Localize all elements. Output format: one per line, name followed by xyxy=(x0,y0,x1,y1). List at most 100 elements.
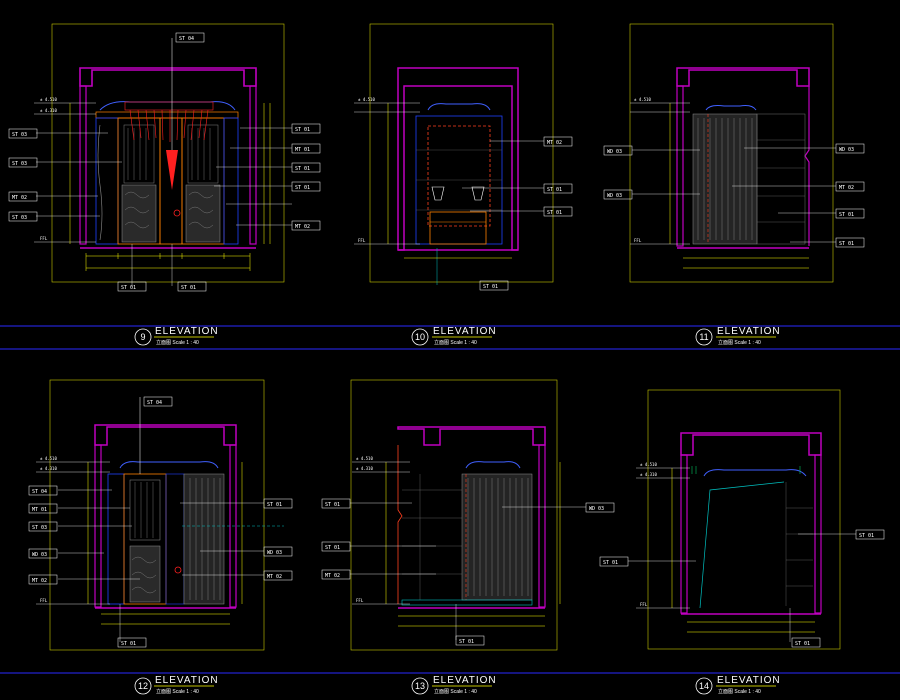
elevation-number-bubble xyxy=(411,677,429,695)
material-tag: ST 01 xyxy=(291,181,321,192)
elevation-9-drawing xyxy=(34,38,292,286)
elevation-scale: 立面图 Scale 1 : 40 xyxy=(156,339,199,346)
tag-label: ST 01 xyxy=(267,502,282,508)
level-mark: ± 4.510 xyxy=(634,97,651,102)
tag-label: ST 01 xyxy=(295,166,310,172)
elevation-number-bubble xyxy=(134,328,152,346)
material-tag: ST 01 xyxy=(599,556,629,567)
material-tag: MT 02 xyxy=(8,191,38,202)
tag-label: ST 04 xyxy=(179,36,194,42)
tag-label: ST 01 xyxy=(181,285,196,291)
elevation-title-12: 12 ELEVATION 立面图 Scale 1 : 40 xyxy=(134,675,219,695)
tag-label: ST 01 xyxy=(483,284,498,290)
level-mark: FFL xyxy=(640,602,648,607)
tag-label: WD 03 xyxy=(607,193,622,199)
elevation-title: ELEVATION xyxy=(717,326,781,337)
tag-label: ST 01 xyxy=(859,533,874,539)
elevation-title-13: 13 ELEVATION 立面图 Scale 1 : 40 xyxy=(411,675,497,695)
tag-label: ST 03 xyxy=(12,132,27,138)
tag-label: MT 02 xyxy=(295,224,310,230)
material-tag: ST 01 xyxy=(117,281,147,292)
level-mark: ± 4.310 xyxy=(40,466,57,471)
material-tag: MT 01 xyxy=(28,503,58,514)
tag-label: ST 03 xyxy=(12,215,27,221)
tag-label: MT 02 xyxy=(325,573,340,579)
tag-label: ST 01 xyxy=(121,641,136,647)
elevation-13-tags: ST 01 ST 01 MT 02 WD 03 ST 01 ± 4.510 ± … xyxy=(321,456,615,646)
elevation-12-drawing xyxy=(36,397,284,642)
elevation-title: ELEVATION xyxy=(155,326,219,337)
viewport-frames xyxy=(49,23,841,651)
material-tag: ST 01 xyxy=(263,498,293,509)
material-tag: WD 03 xyxy=(28,548,58,559)
tag-label: ST 04 xyxy=(32,489,47,495)
material-tag: ST 04 xyxy=(28,485,58,496)
material-tag: ST 01 xyxy=(291,162,321,173)
material-tag: ST 03 xyxy=(8,157,38,168)
material-tag: ST 01 xyxy=(835,237,865,248)
level-mark: ± 4.310 xyxy=(40,108,57,113)
tag-label: ST 01 xyxy=(603,560,618,566)
tag-label: ST 01 xyxy=(547,210,562,216)
level-mark: FFL xyxy=(358,238,366,243)
material-tag: ST 03 xyxy=(8,128,38,139)
level-mark: ± 4.510 xyxy=(40,456,57,461)
elevation-title: ELEVATION xyxy=(717,675,781,686)
material-tag: MT 02 xyxy=(291,220,321,231)
tag-label: ST 01 xyxy=(839,241,854,247)
elevation-14-tags: ST 01 ST 01 ST 01 ± 4.510 ± 4.310 FFL xyxy=(599,462,885,648)
elevation-title: ELEVATION xyxy=(155,675,219,686)
tag-label: WD 03 xyxy=(607,149,622,155)
material-tag: ST 01 xyxy=(321,541,351,552)
material-tag: MT 02 xyxy=(321,569,351,580)
material-tag: MT 01 xyxy=(291,143,321,154)
elevation-10-drawing xyxy=(354,67,544,285)
tag-label: MT 02 xyxy=(32,578,47,584)
elevation-title-11: 11 ELEVATION 立面图 Scale 1 : 40 xyxy=(695,326,781,346)
tag-label: ST 04 xyxy=(147,400,162,406)
elevation-number: 9 xyxy=(140,332,145,342)
tag-label: MT 01 xyxy=(295,147,310,153)
elevation-scale: 立面图 Scale 1 : 40 xyxy=(718,688,761,695)
elevation-number: 10 xyxy=(415,332,425,342)
tag-label: ST 03 xyxy=(12,161,27,167)
elevation-11-drawing xyxy=(630,67,836,269)
tag-label: MT 02 xyxy=(839,185,854,191)
material-tag: ST 01 xyxy=(321,498,351,509)
material-tag: ST 01 xyxy=(291,123,321,134)
tag-label: MT 02 xyxy=(547,140,562,146)
material-tag: ST 01 xyxy=(543,206,573,217)
elevation-title-14: 14 ELEVATION 立面图 Scale 1 : 40 xyxy=(695,675,781,695)
material-tag: ST 04 xyxy=(175,32,205,43)
elevation-number: 13 xyxy=(415,681,425,691)
tag-label: MT 02 xyxy=(267,574,282,580)
level-mark: ± 4.510 xyxy=(356,456,373,461)
material-tag: ST 01 xyxy=(479,280,509,291)
elevation-number-bubble xyxy=(411,328,429,346)
tag-label: MT 02 xyxy=(12,195,27,201)
material-tag: MT 02 xyxy=(28,574,58,585)
elevation-title: ELEVATION xyxy=(433,326,497,337)
elevation-title: ELEVATION xyxy=(433,675,497,686)
tag-label: WD 03 xyxy=(589,506,604,512)
material-tag: ST 01 xyxy=(455,635,485,646)
elevation-12-tags: ST 04 ST 04 MT 01 ST 03 WD 03 MT 02 ST 0… xyxy=(28,396,293,648)
tag-label: WD 03 xyxy=(839,147,854,153)
tag-label: ST 01 xyxy=(295,185,310,191)
level-mark: FFL xyxy=(356,598,364,603)
level-mark: FFL xyxy=(40,598,48,603)
material-tag: WD 03 xyxy=(263,546,293,557)
level-mark: FFL xyxy=(40,236,48,241)
elevation-title-10: 10 ELEVATION 立面图 Scale 1 : 40 xyxy=(411,326,497,346)
tag-label: WD 03 xyxy=(267,550,282,556)
material-tag: ST 01 xyxy=(855,529,885,540)
level-mark: ± 4.310 xyxy=(640,472,657,477)
material-tag: ST 03 xyxy=(28,521,58,532)
elevation-number: 11 xyxy=(699,332,708,342)
elevation-number: 14 xyxy=(699,681,709,691)
level-mark: ± 4.510 xyxy=(40,97,57,102)
material-tag: WD 03 xyxy=(835,143,865,154)
elevation-number-bubble xyxy=(695,677,713,695)
material-tag: ST 01 xyxy=(543,183,573,194)
